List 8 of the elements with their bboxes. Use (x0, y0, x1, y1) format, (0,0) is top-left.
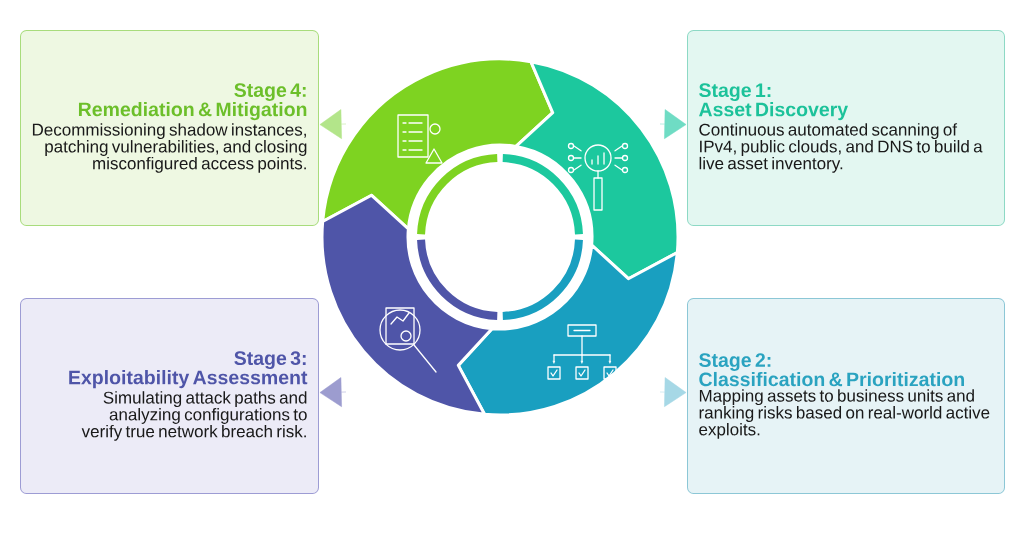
stage-card: Stage 3: Exploitability Assessment Simulating attack paths and analyzing configurations to verify true network breach risk. (20, 298, 319, 494)
stage-card: Stage 4: Remediation & Mitigation Decommissioning shadow instances, patching vulnerabilities, and closing misconfigured access points. (20, 30, 319, 226)
pointer-arrow (659, 377, 687, 407)
pointer-arrow (319, 109, 347, 139)
stage-card: Stage 1: Asset Discovery Continuous automated scanning of IPv4, public clouds, and DNS to build a live asset inventory. (687, 30, 1005, 226)
pointer-arrow (659, 109, 687, 139)
pointer-arrow (319, 377, 347, 407)
stage-card: Stage 2: Classification & Prioritization Mapping assets to business units and ranking risks based on real-world active exploits. (687, 298, 1005, 494)
